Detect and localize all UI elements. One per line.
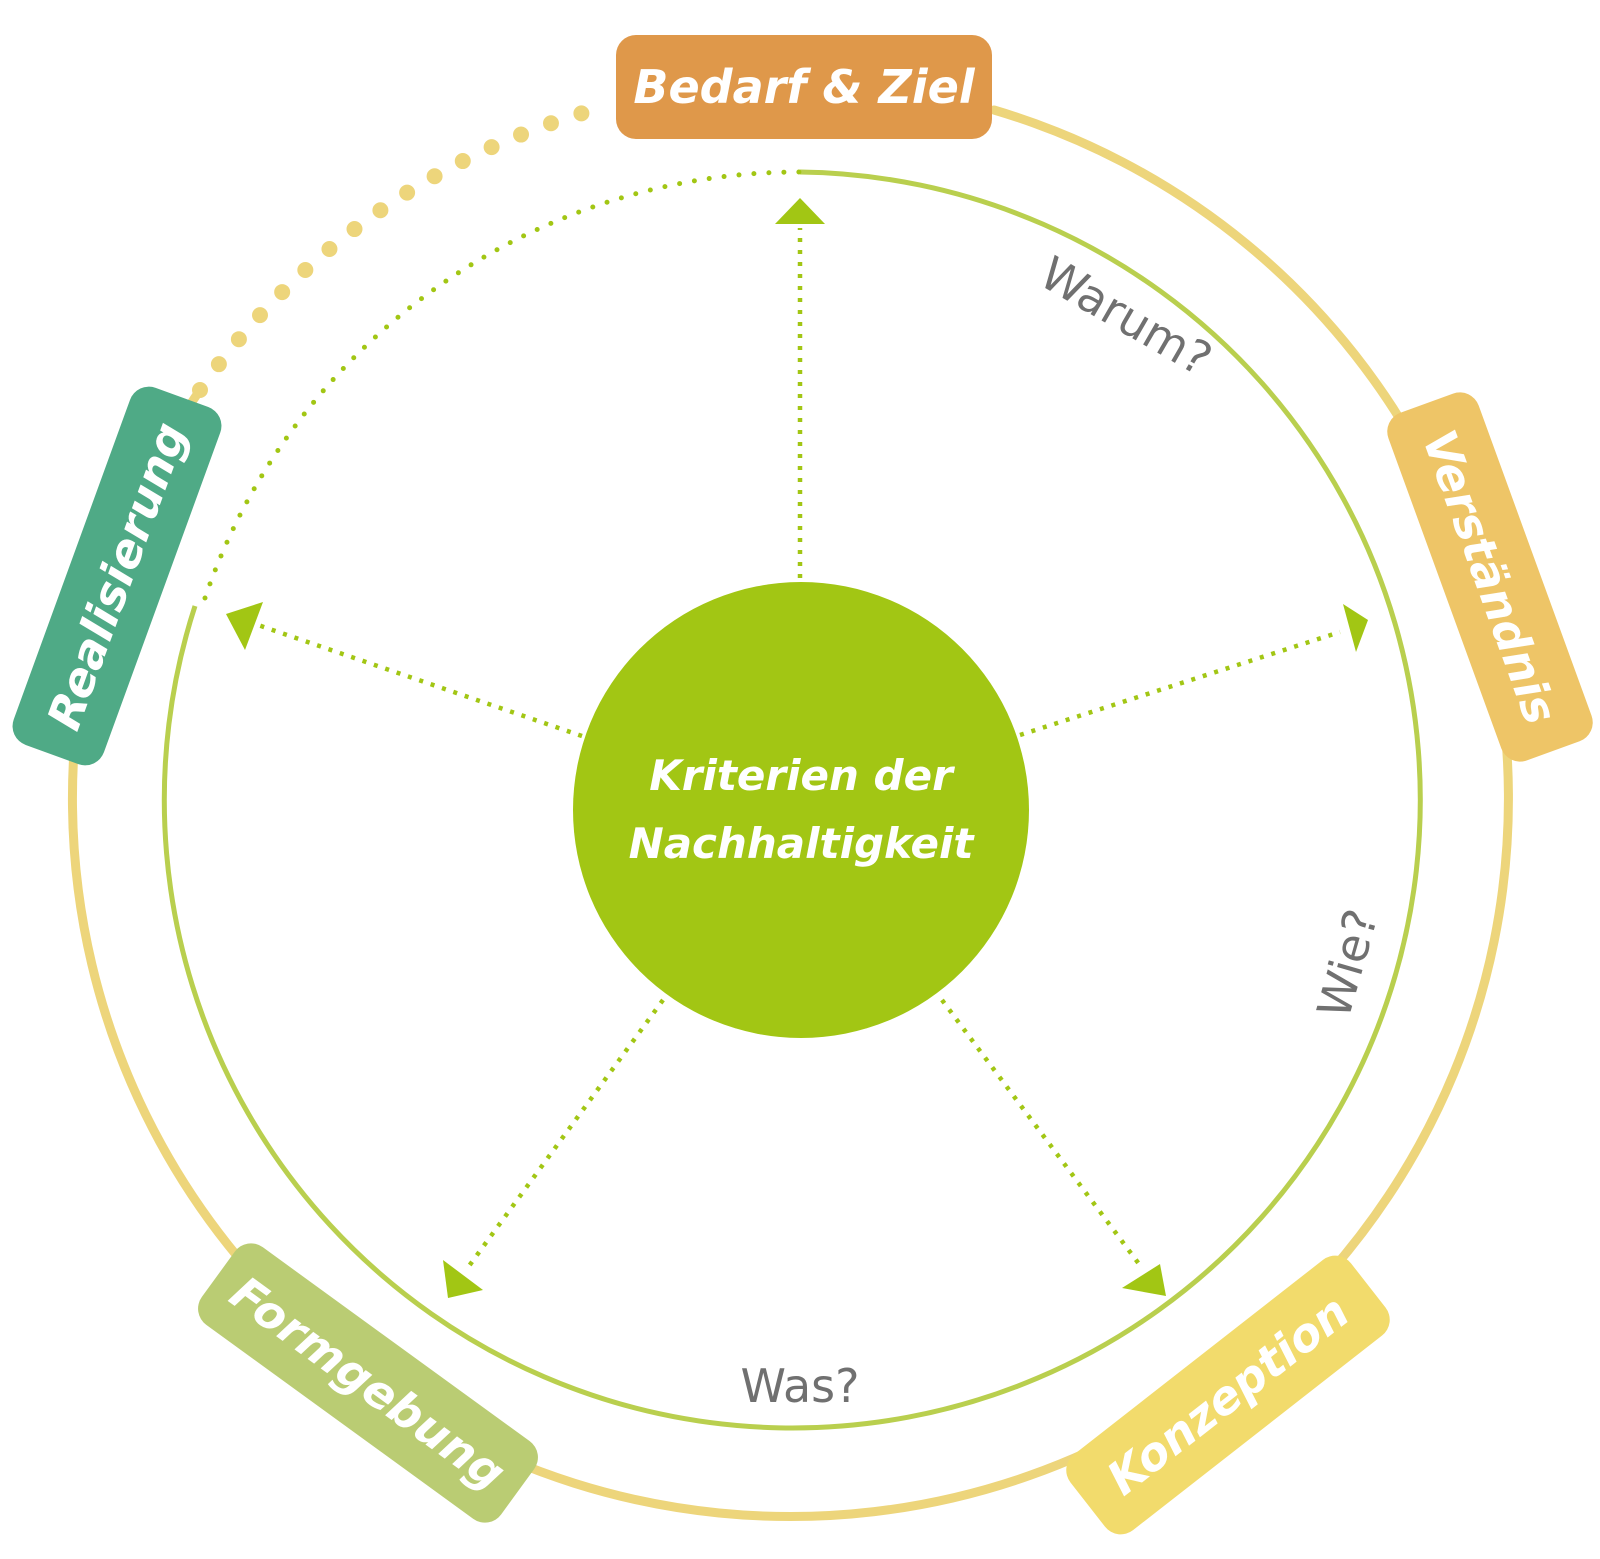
arrow-line-down-left xyxy=(467,998,665,1268)
center-node: Kriterien der Nachhaltigkeit xyxy=(573,582,1029,1038)
stage-bedarf-ziel-label: Bedarf & Ziel xyxy=(633,60,975,114)
stage-formgebung: Formgebung xyxy=(198,1243,538,1523)
question-wie: Wie? xyxy=(1307,903,1389,1024)
stage-konzeption: Konzeption xyxy=(1066,1255,1390,1535)
arrowhead-right-icon xyxy=(1343,604,1368,652)
inner-ring xyxy=(161,169,1423,1431)
arrow-line-down-right xyxy=(940,998,1144,1270)
center-circle xyxy=(573,582,1029,1038)
stage-konzeption-label: Konzeption xyxy=(1097,1284,1359,1505)
stage-formgebung-box xyxy=(198,1243,538,1523)
arrowhead-down-right-icon xyxy=(1122,1264,1166,1296)
stage-verstaendnis-box xyxy=(1387,392,1593,762)
arrowhead-down-left-icon xyxy=(443,1260,483,1298)
arrow-line-left xyxy=(257,622,583,739)
arrowhead-left-icon xyxy=(226,602,263,650)
outer-ring-dotted-section xyxy=(192,100,608,398)
question-was: Was? xyxy=(740,1359,859,1413)
center-label-line1: Kriterien der xyxy=(649,751,955,800)
stage-bedarf-ziel: Bedarf & Ziel xyxy=(616,35,992,139)
center-label-line2: Nachhaltigkeit xyxy=(629,819,976,868)
arrow-line-right xyxy=(1019,629,1341,738)
arrows xyxy=(226,198,1368,1298)
arrowhead-up-icon xyxy=(775,198,825,224)
stage-realisierung-box xyxy=(12,386,222,766)
stage-realisierung: Realisierung xyxy=(12,386,222,766)
stage-formgebung-label: Formgebung xyxy=(220,1265,515,1500)
stage-konzeption-box xyxy=(1066,1255,1390,1535)
inner-ring-dotted-section xyxy=(202,169,803,601)
stage-bedarf-ziel-box xyxy=(616,35,992,139)
